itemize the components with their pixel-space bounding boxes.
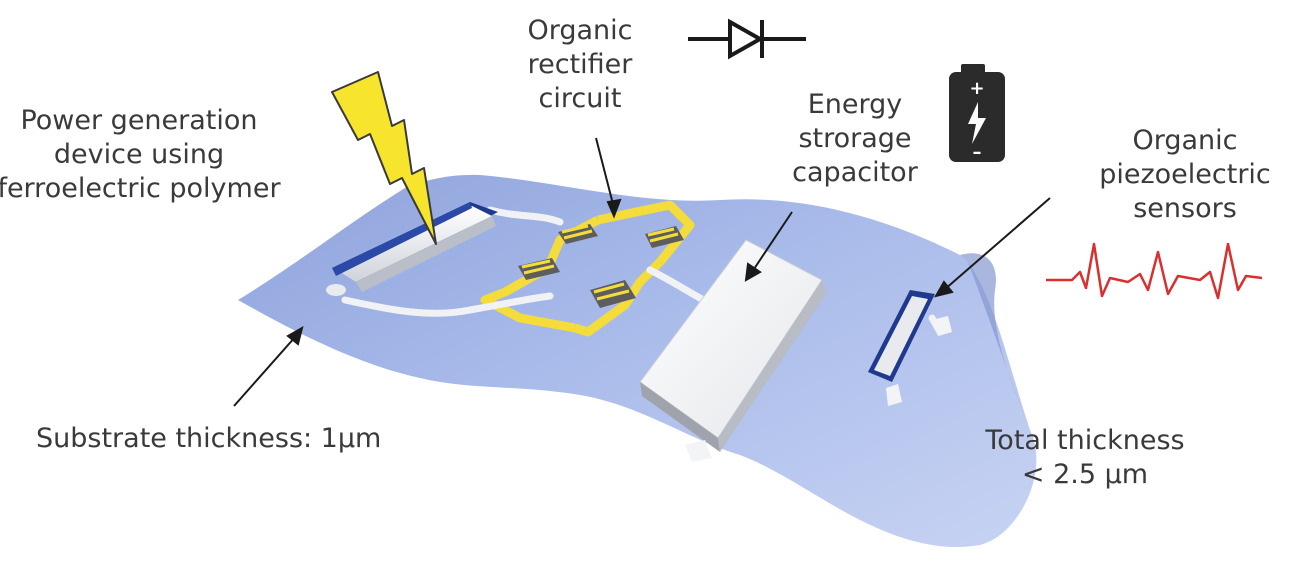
substrate-arrowhead — [286, 325, 304, 346]
heartbeat-signal-icon — [1046, 242, 1263, 300]
rectifier-pointer-arrow — [595, 137, 615, 209]
diode-chip-2 — [645, 226, 684, 248]
battery-icon — [949, 64, 1005, 162]
total-thickness-line-1: Total thickness — [985, 425, 1185, 456]
diode-chip-3 — [518, 258, 560, 280]
substrate-sheet — [238, 174, 1037, 548]
power-generation-line-2: device using — [53, 138, 225, 170]
rectifier-line-1: Organic — [527, 15, 633, 46]
diode-chip-4 — [590, 280, 636, 308]
rectifier-label: Organic rectifier circuit — [500, 14, 660, 115]
diode-symbol-icon — [688, 18, 806, 60]
substrate-pointer-arrow — [233, 335, 297, 407]
total-thickness-line-2: < 2.5 µm — [1021, 458, 1149, 490]
piezo-sensors-line-3: sensors — [1133, 192, 1237, 224]
capacitor-pointer-arrow — [751, 211, 793, 273]
energy-storage-line-2: strorage — [798, 122, 912, 154]
substrate-curl — [960, 253, 1030, 430]
rectifier-arrowhead — [606, 198, 622, 219]
pointer-arrows — [233, 137, 1051, 407]
capacitor-arrowhead — [744, 262, 762, 282]
sensor-pointer-arrow — [943, 197, 1051, 291]
piezo-sensors-line-1: Organic — [1132, 125, 1238, 156]
battery-plus-sign: + — [969, 78, 984, 99]
energy-storage-label: Energy strorage capacitor — [770, 88, 940, 189]
piezo-sensors-line-2: piezoelectric — [1099, 158, 1271, 190]
power-generation-label: Power generation device using ferroelect… — [0, 104, 304, 205]
lightning-bolt-icon — [331, 71, 437, 245]
piezo-sensors-label: Organic piezoelectric sensors — [1080, 124, 1290, 225]
power-generation-device — [326, 202, 498, 296]
piezoelectric-sensor-device — [868, 290, 952, 406]
power-generation-line-1: Power generation — [20, 105, 258, 136]
energy-storage-line-3: capacitor — [792, 156, 918, 188]
power-generation-line-3: ferroelectric polymer — [0, 172, 281, 204]
rectifier-line-3: circuit — [538, 82, 622, 114]
total-thickness-label: Total thickness < 2.5 µm — [970, 424, 1200, 492]
substrate-thickness-label: Substrate thickness: 1µm — [36, 423, 382, 454]
diode-chip-1 — [558, 224, 598, 244]
rectifier-line-2: rectifier — [527, 48, 633, 80]
energy-storage-capacitor — [639, 239, 826, 462]
sensor-arrowhead — [933, 280, 954, 298]
battery-minus-sign: – — [973, 142, 982, 163]
energy-storage-line-1: Energy — [807, 89, 903, 120]
